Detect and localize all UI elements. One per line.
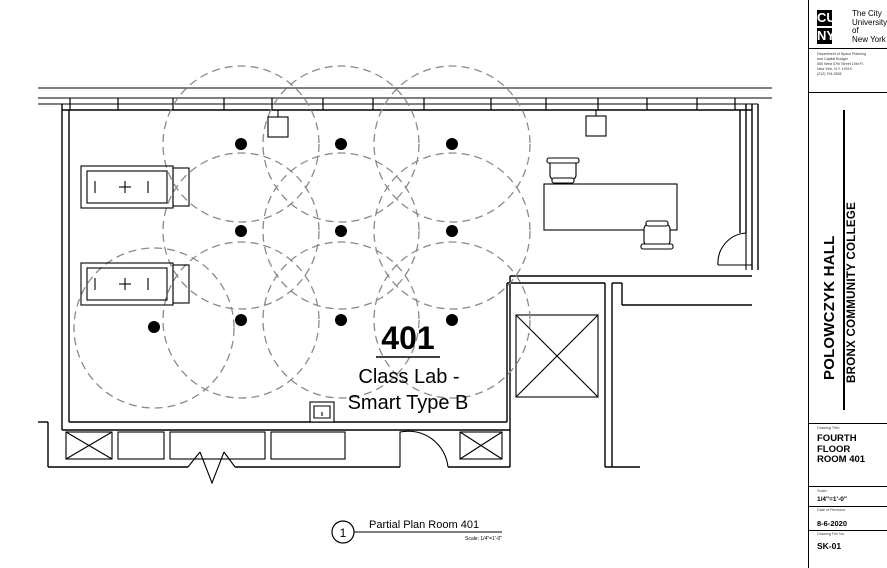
divider	[809, 48, 887, 49]
wall-boxes	[267, 110, 607, 138]
plan-callout: 1 Partial Plan Room 401 Scale: 1/4"=1'-0…	[331, 519, 502, 544]
callout-marker: 1	[340, 526, 347, 540]
university-line: The City	[852, 9, 882, 18]
title-block: CU NY The City University of New York De…	[808, 0, 887, 568]
device-dot	[235, 138, 247, 150]
drawing-title-line: FOURTH	[817, 433, 857, 444]
window-mullions	[69, 98, 736, 110]
room-walls	[38, 104, 759, 468]
scale-label: Scale:	[817, 489, 828, 493]
drawing-title: FOURTH FLOOR ROOM 401	[817, 433, 885, 466]
department-address: Department of Space Planning and Capital…	[817, 52, 885, 77]
divider	[809, 423, 887, 424]
stretcher-bottom	[80, 262, 190, 306]
chair-bottom	[640, 220, 674, 250]
date-label: Date of Revision:	[817, 508, 846, 512]
university-line: University	[852, 17, 887, 27]
device-dot	[335, 138, 347, 150]
scale-value: 1/4"=1'-0"	[817, 496, 847, 503]
college-name: BRONX COMMUNITY COLLEGE	[846, 201, 858, 383]
cuny-logo: CU NY	[817, 10, 849, 44]
file-value: SK-01	[817, 541, 842, 551]
stretcher-top	[80, 165, 190, 209]
logo-letters-bottom: NY	[817, 28, 836, 44]
date-value: 8-6-2020	[817, 519, 848, 528]
window-wall	[38, 87, 772, 111]
department-line: (212) 794-5555	[817, 72, 842, 76]
drawing-title-label: Drawing Title:	[817, 426, 840, 430]
device-dot	[235, 225, 247, 237]
floor-plan-drawing: 401 Class Lab - Smart Type B 1 Partial P…	[38, 65, 772, 544]
device-dot	[335, 314, 347, 326]
device-dot	[335, 225, 347, 237]
file-label: Drawing File No.	[817, 532, 846, 536]
department-line: and Capital Budget	[817, 57, 848, 61]
room-name-line1: Class Lab -	[358, 366, 459, 388]
device-dot	[446, 138, 458, 150]
divider	[809, 506, 887, 507]
device-dot	[235, 314, 247, 326]
drawing-title-line: FLOOR	[817, 443, 851, 455]
device-dot	[446, 314, 458, 326]
device-dot	[446, 225, 458, 237]
department-line: 555 West 57th Street 10th Fl.	[817, 62, 864, 66]
doors	[187, 232, 752, 485]
callout-title: Partial Plan Room 401	[369, 519, 479, 531]
coverage-circles	[73, 65, 531, 409]
chair-top	[546, 157, 580, 184]
room-name-line2: Smart Type B	[348, 392, 469, 414]
title-divider-vertical	[843, 110, 845, 410]
elevator-shaft	[515, 314, 599, 398]
device-dot	[148, 321, 160, 333]
sink	[309, 401, 335, 423]
ceiling-devices	[148, 138, 458, 333]
department-line: New York, N.Y. 10019	[817, 67, 852, 71]
callout-scale: Scale: 1/4"=1'-0"	[465, 536, 502, 542]
university-line: New York	[852, 34, 886, 44]
divider	[809, 530, 887, 531]
divider	[809, 486, 887, 487]
logo-letters-top: CU	[817, 10, 836, 26]
divider	[809, 92, 887, 93]
department-line: Department of Space Planning	[817, 52, 866, 56]
building-name: POLOWCZYK HALL	[821, 235, 838, 380]
room-number: 401	[381, 320, 434, 356]
university-name: The City University of New York	[852, 9, 887, 44]
university-line: of	[852, 26, 859, 36]
lockers	[65, 431, 503, 460]
drawing-title-line: ROOM 401	[817, 454, 866, 465]
